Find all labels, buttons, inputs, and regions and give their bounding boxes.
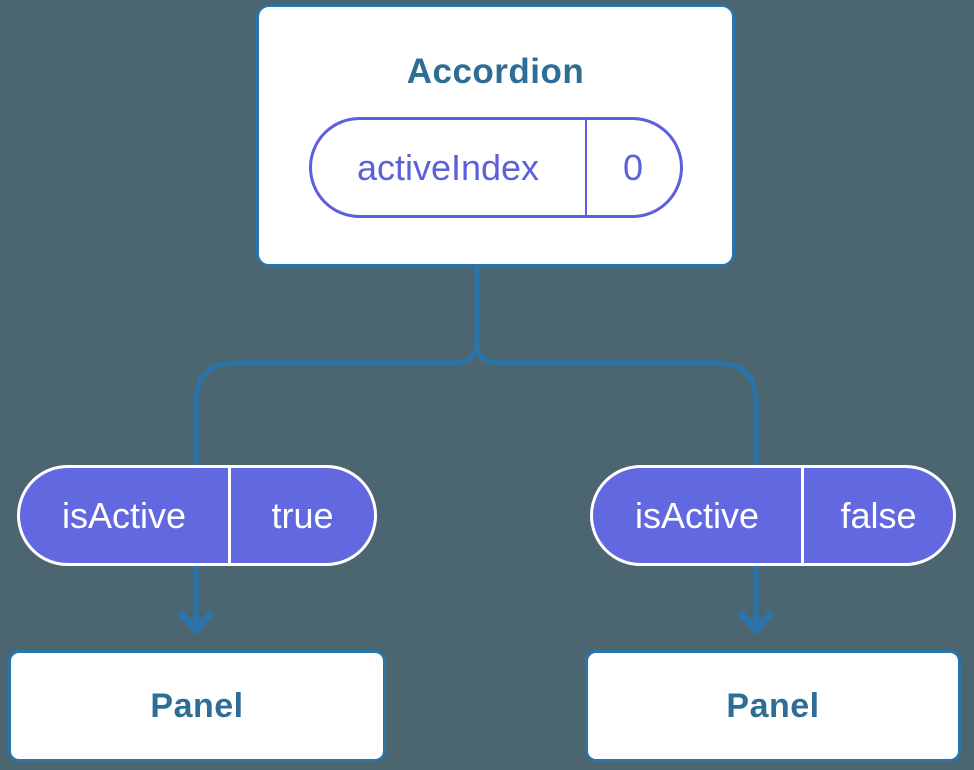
panel-card-right: Panel (585, 650, 961, 762)
state-value: 0 (622, 146, 644, 188)
prop-value: false (840, 494, 917, 536)
prop-name: isActive (20, 468, 231, 563)
panel-card-left: Panel (8, 650, 386, 762)
state-name: activeIndex (312, 120, 587, 215)
prop-pill-left: isActive true (17, 465, 377, 566)
connector-left-branch (193, 266, 480, 628)
arrow-down-icon (737, 609, 775, 636)
component-title: Accordion (406, 52, 585, 91)
state-pill: activeIndex 0 (308, 117, 683, 218)
prop-pill-right: isActive false (590, 465, 956, 566)
panel-title: Panel (726, 686, 820, 725)
panel-title: Panel (150, 686, 244, 725)
connector-right-branch (474, 266, 759, 628)
arrow-down-icon (177, 609, 215, 636)
accordion-component-card: Accordion activeIndex 0 (256, 4, 735, 267)
prop-value: true (271, 494, 334, 536)
prop-name: isActive (593, 468, 804, 563)
